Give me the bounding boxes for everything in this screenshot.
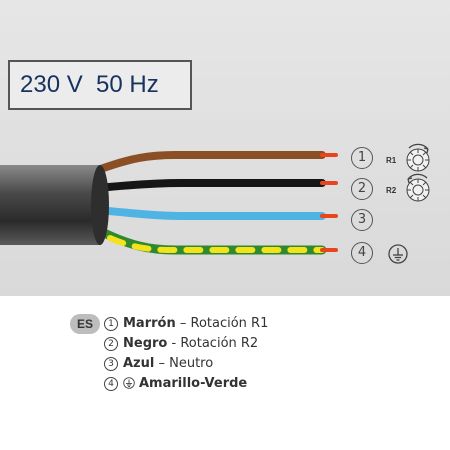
- legend-function-2: Rotación R2: [180, 336, 259, 351]
- cable-sheath: [0, 165, 100, 245]
- rotation-label-r2: R2: [386, 186, 397, 195]
- legend-row-3: 3 Azul – Neutro: [104, 354, 213, 374]
- legend-row-2: 2 Negro - Rotación R2: [104, 334, 258, 354]
- voltage-label: 230 V 50 Hz: [8, 60, 192, 110]
- legend-number-1: 1: [104, 317, 118, 331]
- legend-separator-3: –: [158, 356, 165, 371]
- legend-ground-icon: [123, 377, 135, 389]
- wire-number-1: 1: [351, 147, 373, 169]
- cable-illustration: [0, 143, 430, 264]
- legend-function-3: Neutro: [169, 356, 214, 371]
- ground-icon: [388, 244, 408, 264]
- rotation-icon-r1: [406, 143, 430, 172]
- legend-row-1: 1 Marrón – Rotación R1: [104, 314, 268, 334]
- legend-number-4: 4: [104, 377, 118, 391]
- legend-color-name-4: Amarillo-Verde: [139, 376, 248, 391]
- wire-number-3: 3: [351, 209, 373, 231]
- legend-row-4: 4 Amarillo-Verde: [104, 374, 247, 394]
- legend-number-2: 2: [104, 337, 118, 351]
- cable-sheath-end: [91, 165, 109, 245]
- wire-yellow-green-stripes: [107, 235, 325, 253]
- wire-number-4: 4: [351, 242, 373, 264]
- wire-yellow-green: [93, 225, 327, 255]
- rotation-icon-r2: [406, 173, 430, 202]
- legend-function-1: Rotación R1: [190, 316, 269, 331]
- wire-number-2: 2: [351, 178, 373, 200]
- wire-black: [94, 179, 326, 192]
- rotation-label-r1: R1: [386, 156, 397, 165]
- legend-color-name-2: Negro: [123, 336, 168, 351]
- legend: ES 1 Marrón – Rotación R1 2 Negro - Rotaci…: [0, 300, 450, 450]
- legend-color-name-3: Azul: [123, 356, 155, 371]
- legend-color-name-1: Marrón: [123, 316, 176, 331]
- wire-blue: [94, 206, 326, 220]
- legend-separator-1: –: [179, 316, 187, 331]
- language-badge: ES: [70, 314, 100, 334]
- legend-number-3: 3: [104, 357, 118, 371]
- legend-separator-2: -: [171, 336, 177, 351]
- wire-brown: [94, 151, 326, 174]
